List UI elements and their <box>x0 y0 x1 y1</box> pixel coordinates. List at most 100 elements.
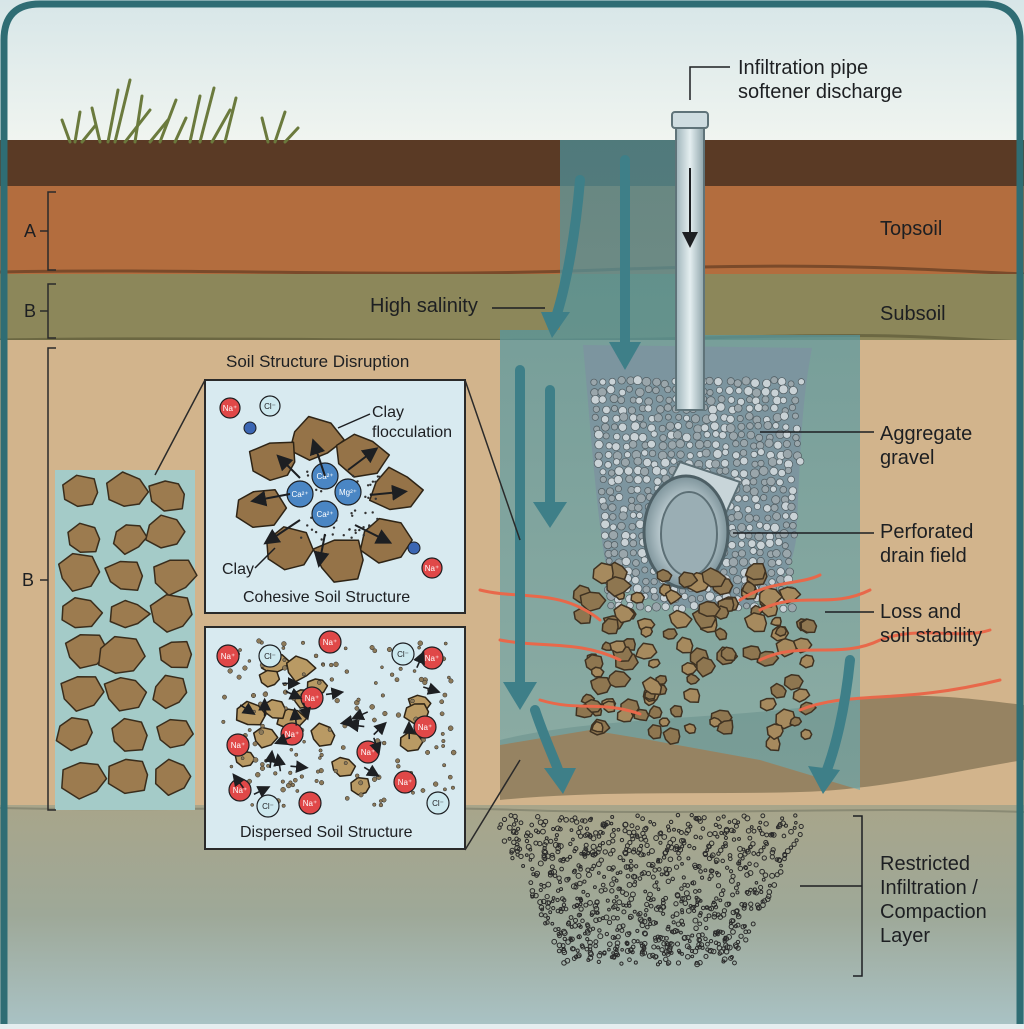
gravel-stone <box>694 425 702 433</box>
gravel-stone <box>697 595 703 601</box>
gravel-stone <box>630 550 636 556</box>
dispersed-grain <box>440 712 444 716</box>
gravel-stone <box>640 422 646 428</box>
ion-label: Cl⁻ <box>264 402 276 411</box>
sky <box>0 0 1024 145</box>
gravel-stone <box>601 532 608 539</box>
gravel-stone <box>712 460 720 468</box>
gravel-stone <box>744 387 753 396</box>
dispersed-grain <box>421 788 425 792</box>
gravel-stone <box>740 450 747 457</box>
gravel-stone <box>729 432 737 440</box>
dispersed-grain <box>399 667 403 671</box>
gravel-stone <box>719 432 726 439</box>
gravel-stone <box>624 467 632 475</box>
dispersed-grain <box>260 762 264 766</box>
dispersed-grain <box>241 757 244 760</box>
water-dot <box>343 534 345 536</box>
gravel-stone <box>630 533 636 539</box>
gravel-stone <box>783 450 792 459</box>
ion-label: Cl⁻ <box>262 802 274 811</box>
gravel-stone <box>629 523 636 530</box>
gravel-stone <box>631 422 640 431</box>
gravel-stone <box>599 396 606 403</box>
dispersed-grain <box>433 782 438 787</box>
dispersed-grain <box>329 663 333 667</box>
label-subsoil: Subsoil <box>880 302 946 326</box>
water-dot <box>376 518 378 520</box>
gravel-stone <box>651 593 658 600</box>
dispersed-grain <box>259 730 264 735</box>
gravel-stone <box>637 494 646 503</box>
dispersed-grain <box>255 772 260 777</box>
dispersed-grain <box>252 710 255 713</box>
gravel-stone <box>740 457 748 465</box>
dispersed-grain <box>359 793 363 797</box>
gravel-stone <box>636 512 642 518</box>
gravel-stone <box>764 421 772 429</box>
gravel-stone <box>756 434 763 441</box>
gravel-stone <box>632 576 640 584</box>
gravel-stone <box>643 586 650 593</box>
ion-label: Na⁺ <box>425 654 439 663</box>
dispersed-grain <box>447 676 450 679</box>
gravel-stone <box>773 549 781 557</box>
label-restricted-line1: Restricted <box>880 852 970 876</box>
gravel-stone <box>630 433 639 442</box>
gravel-stone <box>722 467 729 474</box>
gravel-stone <box>632 569 640 577</box>
gravel-stone <box>782 543 788 549</box>
gravel-stone <box>642 377 651 386</box>
dispersed-grain <box>355 774 359 778</box>
gravel-stone <box>735 495 742 502</box>
gravel-stone <box>718 396 725 403</box>
gravel-stone <box>666 397 672 403</box>
gravel-stone <box>629 441 637 449</box>
label-loss-line1: Loss and <box>880 600 961 624</box>
dispersed-grain <box>315 779 318 782</box>
ion-label: Na⁺ <box>231 741 245 750</box>
ion-label: Ca²⁺ <box>291 490 308 499</box>
gravel-stone <box>717 403 726 412</box>
soil-chunk <box>785 675 804 690</box>
soil-chunk <box>631 592 644 603</box>
dispersed-grain <box>451 750 456 755</box>
soil-chunk <box>801 619 816 632</box>
soil-chunk <box>790 717 801 726</box>
gravel-stone <box>713 450 722 459</box>
gravel-stone <box>773 512 781 520</box>
gravel-stone <box>613 415 620 422</box>
dispersed-grain <box>334 769 338 773</box>
soil-chunk <box>743 646 760 660</box>
gravel-stone <box>619 389 626 396</box>
gravel-stone <box>615 486 621 492</box>
gravel-stone <box>777 459 783 465</box>
gravel-stone <box>767 477 776 486</box>
dispersed-grain <box>379 803 383 807</box>
dispersed-grain <box>395 678 399 682</box>
label-disruption-title: Soil Structure Disruption <box>226 352 409 371</box>
dispersed-grain <box>442 764 445 767</box>
water-dot <box>367 484 369 486</box>
gravel-stone <box>639 433 647 441</box>
dispersed-grain <box>357 698 361 702</box>
ion-dot <box>244 422 256 434</box>
horizon-b-upper: B <box>24 299 36 323</box>
gravel-stone <box>633 560 640 567</box>
gravel-stone <box>709 413 718 422</box>
gravel-stone <box>733 452 740 459</box>
gravel-stone <box>661 458 670 467</box>
gravel-stone <box>734 511 743 520</box>
dispersed-caption: Dispersed Soil Structure <box>240 823 413 842</box>
gravel-stone <box>701 424 709 432</box>
gravel-stone <box>598 388 607 397</box>
gravel-stone <box>747 431 755 439</box>
gravel-stone <box>754 503 760 509</box>
dispersed-grain <box>284 707 287 710</box>
gravel-stone <box>653 378 661 386</box>
soil-chunk <box>801 729 812 739</box>
gravel-stone <box>608 504 616 512</box>
gravel-stone <box>613 433 620 440</box>
gravel-stone <box>752 461 758 467</box>
gravel-stone <box>618 377 625 384</box>
